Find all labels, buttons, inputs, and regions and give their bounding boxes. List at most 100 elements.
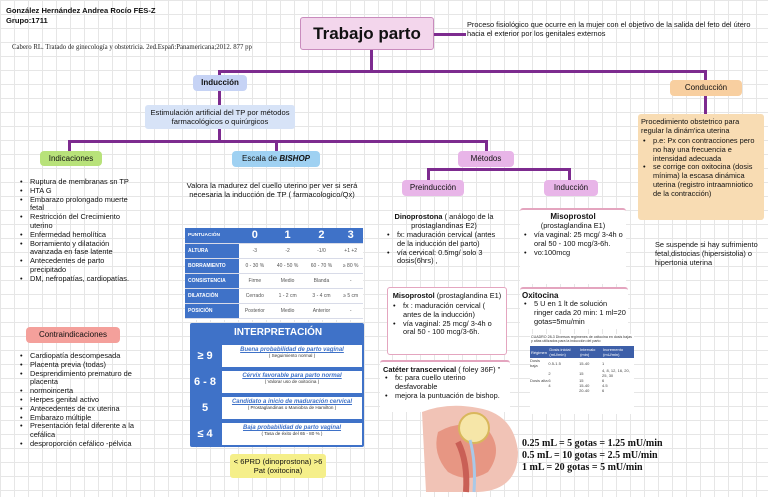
- equivalence-line: 0.5 mL = 10 gotas = 2.5 mU/min: [522, 450, 658, 461]
- oxy-cell: 1: [602, 360, 605, 366]
- misoprostol-pre-box: Misoprostol (prostaglandina E1) fx : mad…: [387, 287, 507, 355]
- bishop-title-em: BISHOP: [279, 154, 311, 163]
- oxy-cell: Dosis baja: [530, 358, 541, 369]
- oxy-cell: 0.5-1.5: [548, 360, 561, 366]
- citation: Cabero RL. Tratado de ginecología y obst…: [12, 44, 252, 51]
- cateter-title: Catéter transcervical: [383, 365, 457, 374]
- interpretation-score: ≤ 4: [197, 428, 213, 440]
- induccion-definition: Estimulación artificial del TP por métod…: [145, 105, 295, 129]
- balloon-shape: [458, 412, 490, 444]
- dinoprostona-item: fx: maduración cervical (antes de la ind…: [385, 230, 505, 249]
- oxy-header-cell: Dosis inicial (mU/min): [549, 347, 571, 358]
- bishop-cell: Posterior: [239, 303, 271, 319]
- bishop-row-label: DILATACIÓN: [185, 288, 239, 304]
- bishop-cell: 40 - 50 %: [270, 258, 305, 274]
- bishop-cell: Medio: [270, 303, 305, 319]
- contraindicacion-item: Cardiopatía descompesada: [18, 351, 140, 361]
- oxy-header-cell: Incremento (mU/min): [603, 347, 624, 358]
- indicacion-item: Embarazo prolongado muerte fetal: [18, 195, 138, 214]
- contraindicacion-item: Desprendimiento prematuro de placenta: [18, 369, 140, 388]
- conduccion-item: se corrige con oxitocina (dosis mínima) …: [641, 162, 761, 198]
- oxy-cell: 6: [602, 378, 605, 384]
- equivalences: 0.25 mL = 5 gotas = 1.25 mU/min 0.5 mL =…: [522, 438, 722, 474]
- bishop-cell: -3: [239, 243, 271, 259]
- bishop-cell: -2: [270, 243, 305, 259]
- interpretation-score: 6 - 8: [193, 376, 216, 388]
- interpretation-text: Cérvix favorable para parto normal: [242, 373, 342, 379]
- oxy-cell: 15-40: [579, 360, 590, 366]
- conduccion-definition: Procedimiento obstetrico para regular la…: [641, 117, 740, 135]
- bishop-description: Valora la madurez del cuello uterino per…: [186, 181, 358, 199]
- interpretation-row: 6 - 8 Cérvix favorable para parto normal…: [190, 370, 364, 394]
- bishop-cell: Anterior: [304, 303, 339, 319]
- contraindicacion-item: Presentación fetal diferente a la cefáli…: [18, 422, 140, 440]
- bishop-cell: ≥ 5 cm: [338, 288, 363, 304]
- cateter-item: fx: para cuello uterino desfavorable: [383, 373, 507, 392]
- oxy-cell: 4.5: [602, 383, 608, 389]
- dinoprostona-list: fx: maduración cervical (antes de la ind…: [385, 230, 505, 267]
- indicacion-item: Ruptura de membranas sn TP: [18, 177, 138, 187]
- preinduccion-header: Preinducción: [402, 180, 464, 196]
- group-label: Grupo:1711: [6, 16, 48, 25]
- bishop-cell: Cerrado: [239, 288, 271, 304]
- oxitocina-item: 5 U en 1 lt de solución ringer cada 20 m…: [522, 299, 626, 326]
- main-definition: Proceso fisiológico que ocurre en la muj…: [467, 20, 751, 38]
- misoprostol-pre-item: vía vaginal: 25 mcg/ 3-4h o oral 50 - 10…: [391, 319, 503, 338]
- bishop-row-label: CONSISTENCIA: [185, 273, 239, 289]
- misoprostol-pre-rest: (prostaglandina E1): [434, 291, 502, 300]
- contraindicacion-item: normoincerta: [18, 386, 140, 396]
- oxy-header-cell: Régimen: [531, 349, 548, 355]
- contraindicaciones-header: Contraindicaciones: [26, 327, 120, 343]
- author-name: González Hernández Andrea Rocío FES-Z: [6, 6, 156, 15]
- indicacion-item: HTA G: [18, 186, 138, 196]
- oxy-cell: 6: [602, 388, 605, 394]
- bishop-note: < 6PRD (dinoprostona) >6 Pat (oxitocina): [230, 454, 326, 478]
- contraindicacion-item: Placenta previa (todas): [18, 360, 140, 370]
- indicacion-item: Antecedentes de parto precipitado: [18, 256, 138, 275]
- bishop-row-label: BORRAMIENTO: [185, 258, 239, 274]
- dinoprostona-item: vía cervical: 0.5mg/ solo 3 dosis(6hrs) …: [385, 248, 505, 267]
- contraindicacion-item: Embarazo múltiple: [18, 413, 140, 423]
- oxy-cell: 20-40: [579, 388, 590, 394]
- cervical-canal: [455, 440, 470, 493]
- interpretation-score: ≥ 9: [197, 350, 213, 362]
- oxy-cell: [530, 388, 548, 393]
- indicacion-item: Restricción del Crecimiento uterino: [18, 212, 138, 231]
- dinoprostona-rest: ( análogo de la prostaglandinas E2): [411, 212, 494, 230]
- oxy-header-cell: Intervalo (min): [580, 347, 596, 358]
- oxy-cell: 4, 8, 12, 16, 20, 25, 30: [602, 368, 630, 379]
- bishop-row-label: ALTURA: [185, 243, 239, 259]
- oxitocina-title: Oxitocina: [522, 291, 559, 300]
- oxy-cell: 15-40: [579, 383, 590, 389]
- main-title: Trabajo parto: [300, 17, 434, 50]
- bishop-header-cell: PUNTUACIÓN: [185, 228, 239, 244]
- misoprostol-ind-item: vo:100mcg: [522, 248, 624, 258]
- oxy-cell: [530, 368, 548, 378]
- interpretation-row: 5 Candidato a inicio de maduración cervi…: [190, 396, 364, 420]
- contraindicacion-item: Herpes genital activo: [18, 395, 140, 405]
- oxy-cell: Dosis alta: [530, 378, 548, 384]
- oxytocin-table: CUADRO 28-3 Diversos regímenes de oxitoc…: [530, 334, 634, 414]
- interpretation-text: Candidato a inicio de maduración cervica…: [231, 399, 353, 405]
- equivalence-line: 1 mL = 20 gotas = 5 mU/min: [522, 462, 643, 473]
- conduccion-header: Conducción: [670, 80, 742, 96]
- bishop-header-cell: 1: [270, 228, 305, 244]
- interpretation-row: ≤ 4 Baja probabilidad de parto vaginal (…: [190, 422, 364, 446]
- oxy-cell: 15: [579, 370, 584, 376]
- interpretation-sub: ( Valorar uso de oxitocina ): [264, 379, 320, 384]
- misoprostol-pre-item: fx : maduración cervical ( antes de la i…: [391, 301, 503, 320]
- oxy-cell: 4: [548, 383, 551, 389]
- bishop-cell: 1 - 2 cm: [270, 288, 305, 304]
- bishop-cell: 60 - 70 %: [304, 258, 339, 274]
- bishop-header-cell: 3: [338, 228, 363, 244]
- cateter-box: Catéter transcervical ( foley 36F) " fx:…: [380, 360, 510, 412]
- contraindicacion-item: Antecedentes de cx uterina: [18, 404, 140, 414]
- bishop-cell: +1 +2: [338, 243, 363, 259]
- dinoprostona-title: Dinoprostona: [394, 212, 443, 221]
- indicaciones-header: Indicaciones: [40, 151, 102, 166]
- bishop-cell: Firme: [239, 273, 271, 289]
- contraindicacion-item: desproporción cefálico -pélvica: [18, 439, 140, 449]
- oxy-cell: 2: [548, 370, 551, 376]
- bishop-cell: -: [338, 273, 363, 289]
- bishop-header-cell: 2: [304, 228, 339, 244]
